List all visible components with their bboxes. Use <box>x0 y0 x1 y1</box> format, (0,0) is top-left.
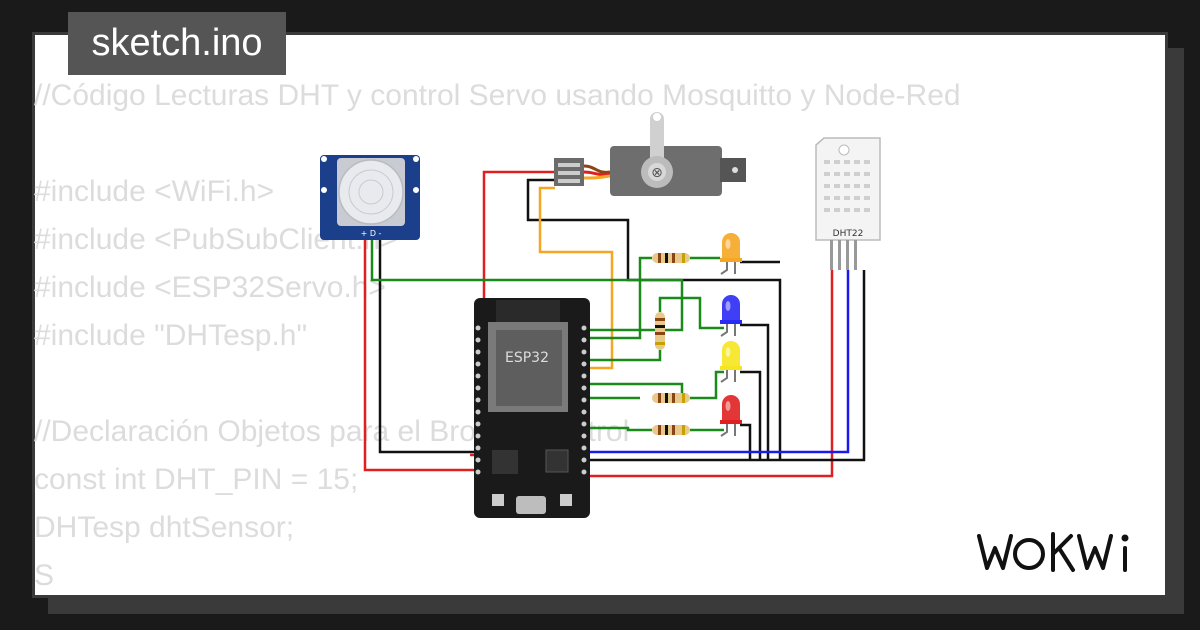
resistor-4 <box>652 425 690 435</box>
preview-card <box>32 32 1168 598</box>
code-line: //Código Lecturas DHT y control Servo us… <box>34 79 961 112</box>
dht22-sensor: DHT22 <box>815 137 881 270</box>
leds <box>720 233 742 437</box>
code-line: S <box>34 559 55 592</box>
wires <box>363 170 866 478</box>
resistors <box>652 253 690 435</box>
wire-led2-signal <box>586 350 662 362</box>
wire-pir-signal <box>370 238 684 332</box>
wire-led2-gnd <box>740 323 770 460</box>
wire-pir-power <box>363 238 480 472</box>
led-4 <box>720 395 742 437</box>
wire-servo-ground <box>526 178 782 460</box>
resistor-1 <box>652 253 690 263</box>
wire-dht-gnd <box>586 270 866 462</box>
esp32-board: ESP32 <box>474 298 590 518</box>
code-line: #include <ESP32Servo.h> <box>34 271 386 304</box>
resistor-3 <box>652 393 690 403</box>
wire-led4-signal <box>586 426 652 432</box>
led-2 <box>720 295 742 337</box>
wire-led3-anode <box>690 370 724 400</box>
wokwi-logo <box>977 532 1129 572</box>
wire-led4-gnd <box>740 423 752 460</box>
wire-dht-data <box>586 270 850 454</box>
svg-text:⊗: ⊗ <box>651 165 663 181</box>
wire-led3-gnd <box>740 370 762 460</box>
servo-motor: ⊗ <box>554 112 746 196</box>
dht-label: DHT22 <box>833 229 864 239</box>
resistor-2 <box>655 312 665 350</box>
pir-sensor: + D - <box>320 155 420 240</box>
wire-dht-power <box>586 270 834 478</box>
led-3 <box>720 341 742 383</box>
code-line: const int DHT_PIN = 15; <box>34 463 359 496</box>
code-line: #include "DHTesp.h" <box>34 319 308 352</box>
wire-led1-signal <box>586 256 652 340</box>
code-line: #include <WiFi.h> <box>34 175 275 208</box>
wire-servo-signal <box>538 186 614 370</box>
led-1 <box>720 233 742 275</box>
wire-led2-anode <box>658 296 724 330</box>
code-line: DHTesp dhtSensor; <box>34 511 295 544</box>
esp32-label: ESP32 <box>505 350 549 366</box>
wire-pir-ground <box>378 238 476 454</box>
file-title-tag: sketch.ino <box>68 12 286 75</box>
pir-pin-labels: + D - <box>361 229 382 238</box>
